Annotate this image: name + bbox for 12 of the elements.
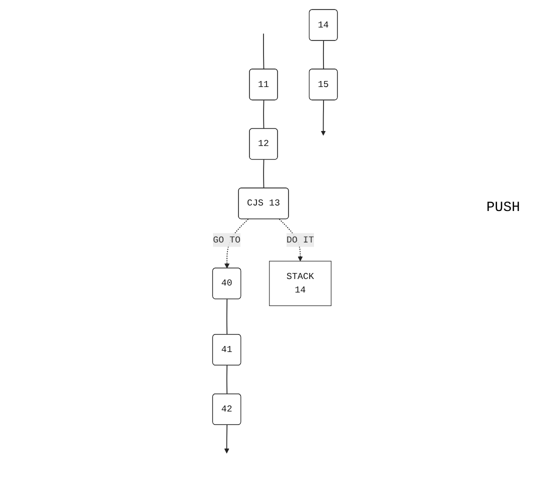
- arrow: [320, 100, 326, 136]
- edge-label: GO TO: [212, 234, 240, 246]
- connector: [226, 365, 228, 394]
- note-label: PUSH: [486, 200, 520, 216]
- arrow: [224, 424, 230, 454]
- connector: [322, 40, 324, 70]
- connector: [226, 298, 228, 336]
- connector: [263, 159, 264, 189]
- node-box: STACK 14: [269, 260, 332, 306]
- connector: [263, 33, 264, 70]
- connector: [263, 100, 264, 130]
- edge-label: DO IT: [286, 234, 314, 246]
